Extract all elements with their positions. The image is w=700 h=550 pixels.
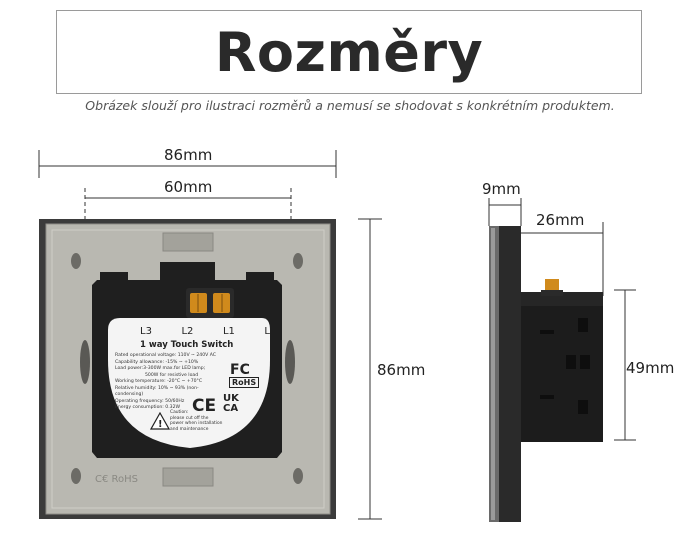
disclaimer: Obrázek slouží pro ilustraci rozměrů a n…: [85, 98, 615, 113]
page-title: Rozměry: [214, 20, 484, 84]
spec-line: Working temperature: -20°C ~ +70°C: [115, 379, 203, 384]
plate-hole-left-top: [71, 253, 81, 269]
label-mount-width: 60mm: [164, 178, 213, 196]
product-name: 1 way Touch Switch: [140, 340, 234, 350]
terminal-label-l3: L3: [140, 326, 152, 337]
spec-line: Capability allowance: -15% ~ +10%: [115, 359, 199, 365]
terminal-label-l2: L2: [181, 326, 194, 337]
label-panel-thickness: 9mm: [482, 180, 521, 198]
label-module-height: 49mm: [626, 359, 675, 377]
svg-text:!: !: [158, 419, 163, 430]
terminal-block: [186, 288, 234, 318]
label-depth: 26mm: [536, 211, 585, 229]
terminal-label-l1: L1: [222, 326, 235, 337]
spec-line: Relative humidity: 10% ~ 93% (non-conden…: [115, 385, 199, 398]
spec-line: Rated operational voltage: 110V ~ 240V A…: [115, 353, 217, 358]
label-front-height: 86mm: [377, 361, 426, 379]
title-box: Rozměry: [56, 10, 642, 94]
plate-slot-left: [80, 340, 90, 384]
warning-icon: !: [150, 412, 170, 430]
spec-line: Load power:3-300W max.for LED lamp;: [115, 366, 206, 371]
spec-line: Energy consumption: 0.32W: [115, 405, 181, 410]
svg-text:C€ RoHS: C€ RoHS: [95, 474, 138, 485]
spec-line: 500W for resistive load: [145, 372, 199, 378]
terminal-labels: L3 L2 L1 L: [140, 326, 270, 337]
label-front-width: 86mm: [164, 146, 213, 164]
ukca-top: UK: [223, 393, 239, 404]
plate-slot-right: [285, 340, 295, 384]
spec-list: Rated operational voltage: 110V ~ 240V A…: [115, 353, 225, 412]
ce-mark: CE: [192, 396, 217, 416]
caution-text: Caution: please cut off the power when i…: [170, 410, 223, 432]
plate-hole-right-top: [293, 253, 303, 269]
ukca-bottom: CA: [223, 403, 239, 414]
terminal-label-l: L: [264, 326, 270, 337]
rohs-mark: RoHS: [229, 377, 260, 388]
dim-front-width: [38, 150, 337, 178]
product-label: [108, 318, 270, 448]
spec-line: Operating frequency: 50/60Hz: [115, 398, 185, 404]
ukca-mark: UK CA: [223, 394, 239, 414]
fc-mark: FC: [230, 362, 250, 378]
